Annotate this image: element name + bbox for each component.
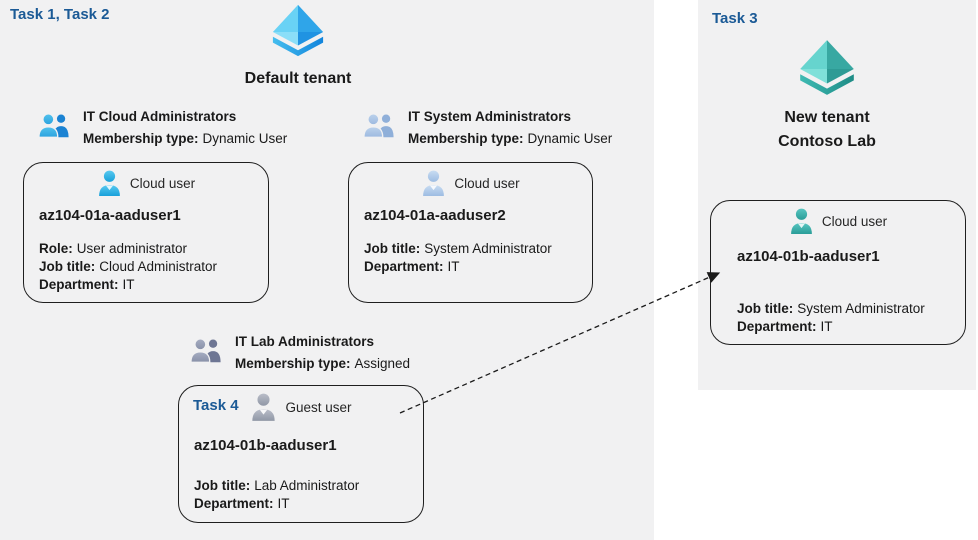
group-title: IT System Administrators <box>408 109 572 124</box>
user-type-label: Cloud user <box>129 176 196 191</box>
group-membership: Membership type:Dynamic User <box>83 128 287 150</box>
membership-type-label: Membership type: <box>83 131 199 146</box>
detail-job-title: Job title:System Administrator <box>737 300 965 318</box>
detail-label: Job title: <box>737 301 794 316</box>
task-3-label: Task 3 <box>712 10 758 27</box>
detail-value: System Administrator <box>424 241 552 256</box>
membership-type-label: Membership type: <box>235 356 351 371</box>
card-header: Cloud user <box>711 208 965 235</box>
group-membership: Membership type:Dynamic User <box>408 128 612 150</box>
membership-type-value: Assigned <box>354 356 411 371</box>
detail-label: Job title: <box>39 259 96 274</box>
azure-tenant-teal-icon <box>800 40 854 95</box>
default-tenant: Default tenant <box>225 3 371 88</box>
membership-type-value: Dynamic User <box>202 131 288 146</box>
user-card-aaduser1: Cloud user az104-01a-aaduser1 Role:User … <box>23 162 269 303</box>
card-header: Cloud user <box>349 170 592 197</box>
cloud-user-teal-icon <box>790 208 812 234</box>
detail-value: User administrator <box>76 241 188 256</box>
detail-value: IT <box>820 319 833 334</box>
detail-label: Department: <box>364 259 444 274</box>
default-tenant-name: Default tenant <box>244 70 352 87</box>
user-type-label: Cloud user <box>821 214 888 229</box>
user-name: az104-01b-aaduser1 <box>737 248 880 265</box>
user-name: az104-01a-aaduser2 <box>364 207 506 224</box>
detail-value: IT <box>277 496 290 511</box>
card-header: Cloud user <box>24 170 268 197</box>
membership-type-label: Membership type: <box>408 131 524 146</box>
user-name: az104-01a-aaduser1 <box>39 207 181 224</box>
user-details: Role:User administrator Job title:Cloud … <box>39 240 268 294</box>
user-name: az104-01b-aaduser1 <box>194 437 337 454</box>
new-tenant-name-line2: Contoso Lab <box>778 133 876 150</box>
default-tenant-panel: Task 1, Task 2 Default tenant IT Cloud A… <box>0 0 654 540</box>
guest-user-gray-icon <box>252 393 276 421</box>
group-it-cloud-administrators: IT Cloud Administrators Membership type:… <box>38 106 287 150</box>
card-header: Task 4 Guest user <box>179 393 423 422</box>
group-users-gray-icon <box>190 338 221 363</box>
detail-value: System Administrator <box>797 301 925 316</box>
detail-label: Job title: <box>194 478 251 493</box>
detail-job-title: Job title:Cloud Administrator <box>39 258 268 276</box>
group-membership: Membership type:Assigned <box>235 353 410 375</box>
user-type-label: Cloud user <box>454 176 520 191</box>
user-card-new-tenant: Cloud user az104-01b-aaduser1 Job title:… <box>710 200 966 345</box>
membership-type-value: Dynamic User <box>527 131 613 146</box>
detail-label: Department: <box>39 277 119 292</box>
detail-label: Department: <box>737 319 817 334</box>
group-it-system-administrators: IT System Administrators Membership type… <box>363 106 612 150</box>
task-4-label: Task 4 <box>193 397 239 414</box>
task-1-2-label: Task 1, Task 2 <box>10 6 110 23</box>
new-tenant: New tenant Contoso Lab <box>752 38 902 151</box>
detail-label: Job title: <box>364 241 421 256</box>
detail-department: Department:IT <box>364 258 592 276</box>
detail-job-title: Job title:Lab Administrator <box>194 477 423 495</box>
new-tenant-panel: Task 3 New tenant Contoso Lab Cloud user… <box>698 0 976 390</box>
detail-value: Lab Administrator <box>254 478 360 493</box>
detail-job-title: Job title:System Administrator <box>364 240 592 258</box>
detail-value: IT <box>122 277 135 292</box>
group-title: IT Lab Administrators <box>235 334 375 349</box>
new-tenant-name-line1: New tenant <box>784 109 870 126</box>
guest-user-card: Task 4 Guest user az104-01b-aaduser1 Job… <box>178 385 424 523</box>
group-users-paleblue-icon <box>363 113 394 138</box>
detail-role: Role:User administrator <box>39 240 268 258</box>
user-type-label: Guest user <box>285 400 352 415</box>
group-users-blue-icon <box>38 113 69 138</box>
detail-department: Department:IT <box>737 318 965 336</box>
user-details: Job title:System Administrator Departmen… <box>737 300 965 336</box>
group-title: IT Cloud Administrators <box>83 109 237 124</box>
detail-department: Department:IT <box>39 276 268 294</box>
detail-label: Role: <box>39 241 73 256</box>
user-details: Job title:System Administrator Departmen… <box>364 240 592 276</box>
detail-label: Department: <box>194 496 274 511</box>
azure-tenant-blue-icon <box>272 4 324 57</box>
detail-value: IT <box>447 259 460 274</box>
group-it-lab-administrators: IT Lab Administrators Membership type:As… <box>190 331 410 375</box>
user-card-aaduser2: Cloud user az104-01a-aaduser2 Job title:… <box>348 162 593 303</box>
cloud-user-blue-icon <box>98 170 120 196</box>
detail-value: Cloud Administrator <box>99 259 218 274</box>
detail-department: Department:IT <box>194 495 423 513</box>
cloud-user-paleblue-icon <box>423 170 445 196</box>
user-details: Job title:Lab Administrator Department:I… <box>194 477 423 513</box>
